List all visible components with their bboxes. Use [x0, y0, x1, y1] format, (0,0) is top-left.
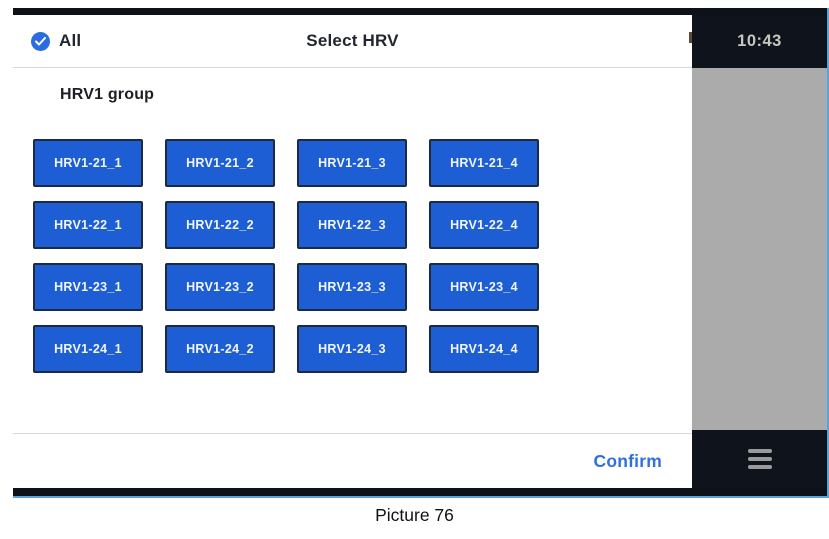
select-all-check-icon[interactable]	[31, 31, 50, 51]
hrv-unit-button[interactable]: HRV1-22_2	[165, 201, 275, 249]
clock-time: 10:43	[737, 32, 782, 50]
confirm-button[interactable]: Confirm	[593, 450, 662, 471]
select-all-label[interactable]: All	[59, 31, 82, 50]
hrv-unit-button[interactable]: HRV1-24_3	[297, 325, 407, 373]
hrv-unit-button[interactable]: HRV1-24_1	[33, 325, 143, 373]
page-title: Select HRV	[306, 31, 399, 50]
screen-bezel-bottom	[13, 488, 827, 496]
right-panel: 10:43	[692, 15, 827, 488]
right-scroll-track	[692, 68, 827, 430]
menu-button[interactable]	[692, 430, 827, 488]
hrv-unit-button[interactable]: HRV1-21_1	[33, 139, 143, 187]
group-label: HRV1 group	[60, 86, 155, 103]
hrv-unit-button[interactable]: HRV1-22_4	[429, 201, 539, 249]
picture-caption: Picture 76	[375, 505, 454, 525]
hrv-unit-button[interactable]: HRV1-21_3	[297, 139, 407, 187]
hrv-unit-button[interactable]: HRV1-21_2	[165, 139, 275, 187]
hrv-unit-button[interactable]: HRV1-23_3	[297, 263, 407, 311]
hrv-unit-button[interactable]: HRV1-22_1	[33, 201, 143, 249]
header-edge-tick	[689, 32, 692, 43]
hrv-unit-button[interactable]: HRV1-23_4	[429, 263, 539, 311]
hrv-unit-button[interactable]: HRV1-23_2	[165, 263, 275, 311]
hrv-unit-button[interactable]: HRV1-23_1	[33, 263, 143, 311]
hrv-unit-button[interactable]: HRV1-21_4	[429, 139, 539, 187]
footer-bar: Confirm	[13, 433, 692, 488]
hrv-unit-button[interactable]: HRV1-24_2	[165, 325, 275, 373]
hrv-unit-button[interactable]: HRV1-22_3	[297, 201, 407, 249]
hrv-unit-button[interactable]: HRV1-24_4	[429, 325, 539, 373]
app-header: All Select HRV	[13, 15, 692, 68]
status-bar: 10:43	[692, 15, 827, 68]
screen-bezel-top	[13, 8, 827, 15]
hamburger-menu-icon	[747, 449, 772, 469]
